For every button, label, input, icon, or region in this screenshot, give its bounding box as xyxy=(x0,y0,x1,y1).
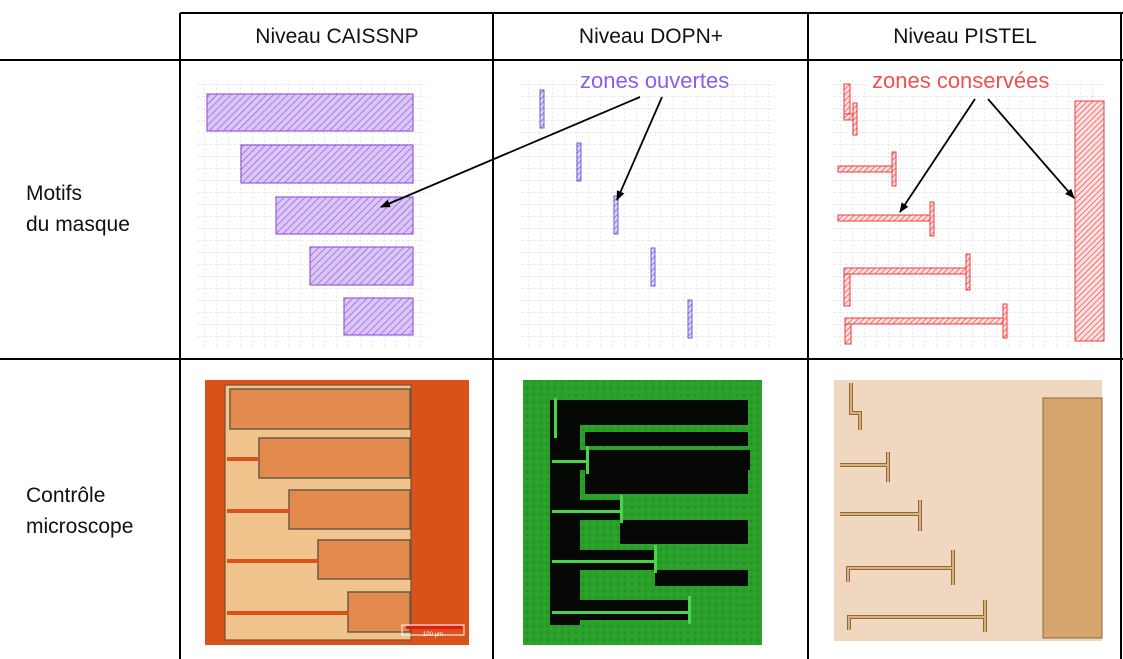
caissnp-microscope xyxy=(205,380,469,645)
dopn-mask xyxy=(522,80,775,348)
annotation-zones-conservees: zones conservées xyxy=(870,68,1052,94)
table-grid xyxy=(0,12,1123,659)
header-caissnp: Niveau CAISSNP xyxy=(255,25,419,48)
row-label-microscope-line2: microscope xyxy=(26,515,134,538)
pistel-mask xyxy=(834,80,1105,348)
row-label-mask-line2: du masque xyxy=(26,213,130,236)
header-dopn: Niveau DOPN+ xyxy=(578,25,724,48)
annotation-arrows xyxy=(380,96,1075,213)
dopn-microscope xyxy=(523,380,762,645)
pistel-microscope xyxy=(834,380,1103,641)
caissnp-mask xyxy=(196,80,428,348)
scalebar-label: 100 µm xyxy=(423,632,443,638)
row-label-mask-line1: Motifs xyxy=(26,182,83,205)
row-label-microscope: Contrôle microscope xyxy=(26,480,133,542)
annotation-zones-ouvertes: zones ouvertes xyxy=(578,68,732,94)
header-pistel: Niveau PISTEL xyxy=(893,25,1037,48)
row-label-mask: Motifs du masque xyxy=(26,178,130,240)
row-label-microscope-line1: Contrôle xyxy=(26,484,106,507)
